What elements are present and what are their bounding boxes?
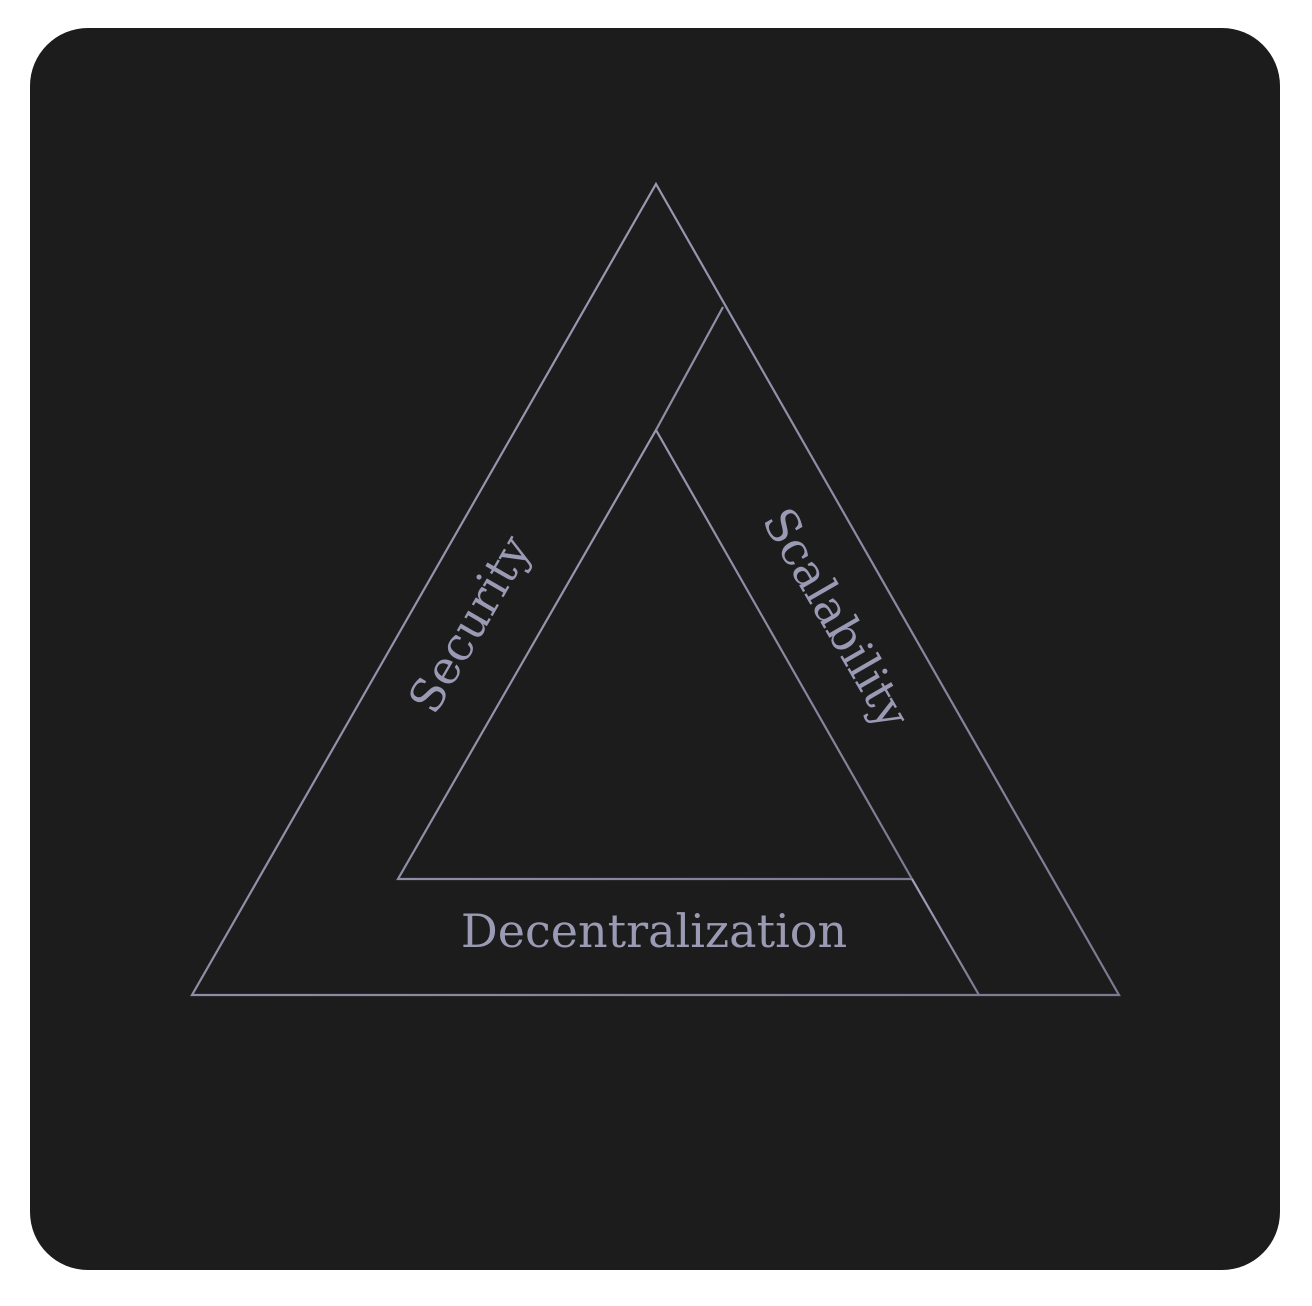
outer-triangle bbox=[190, 181, 1121, 997]
decentralization-band-divider bbox=[911, 878, 980, 996]
diagram-card bbox=[30, 28, 1280, 1270]
inner-triangle bbox=[396, 427, 914, 881]
scalability-band-divider bbox=[655, 306, 724, 431]
scalability-label: Scalability bbox=[752, 498, 921, 737]
decentralization-label: Decentralization bbox=[461, 904, 847, 958]
security-label: Security bbox=[397, 526, 541, 722]
